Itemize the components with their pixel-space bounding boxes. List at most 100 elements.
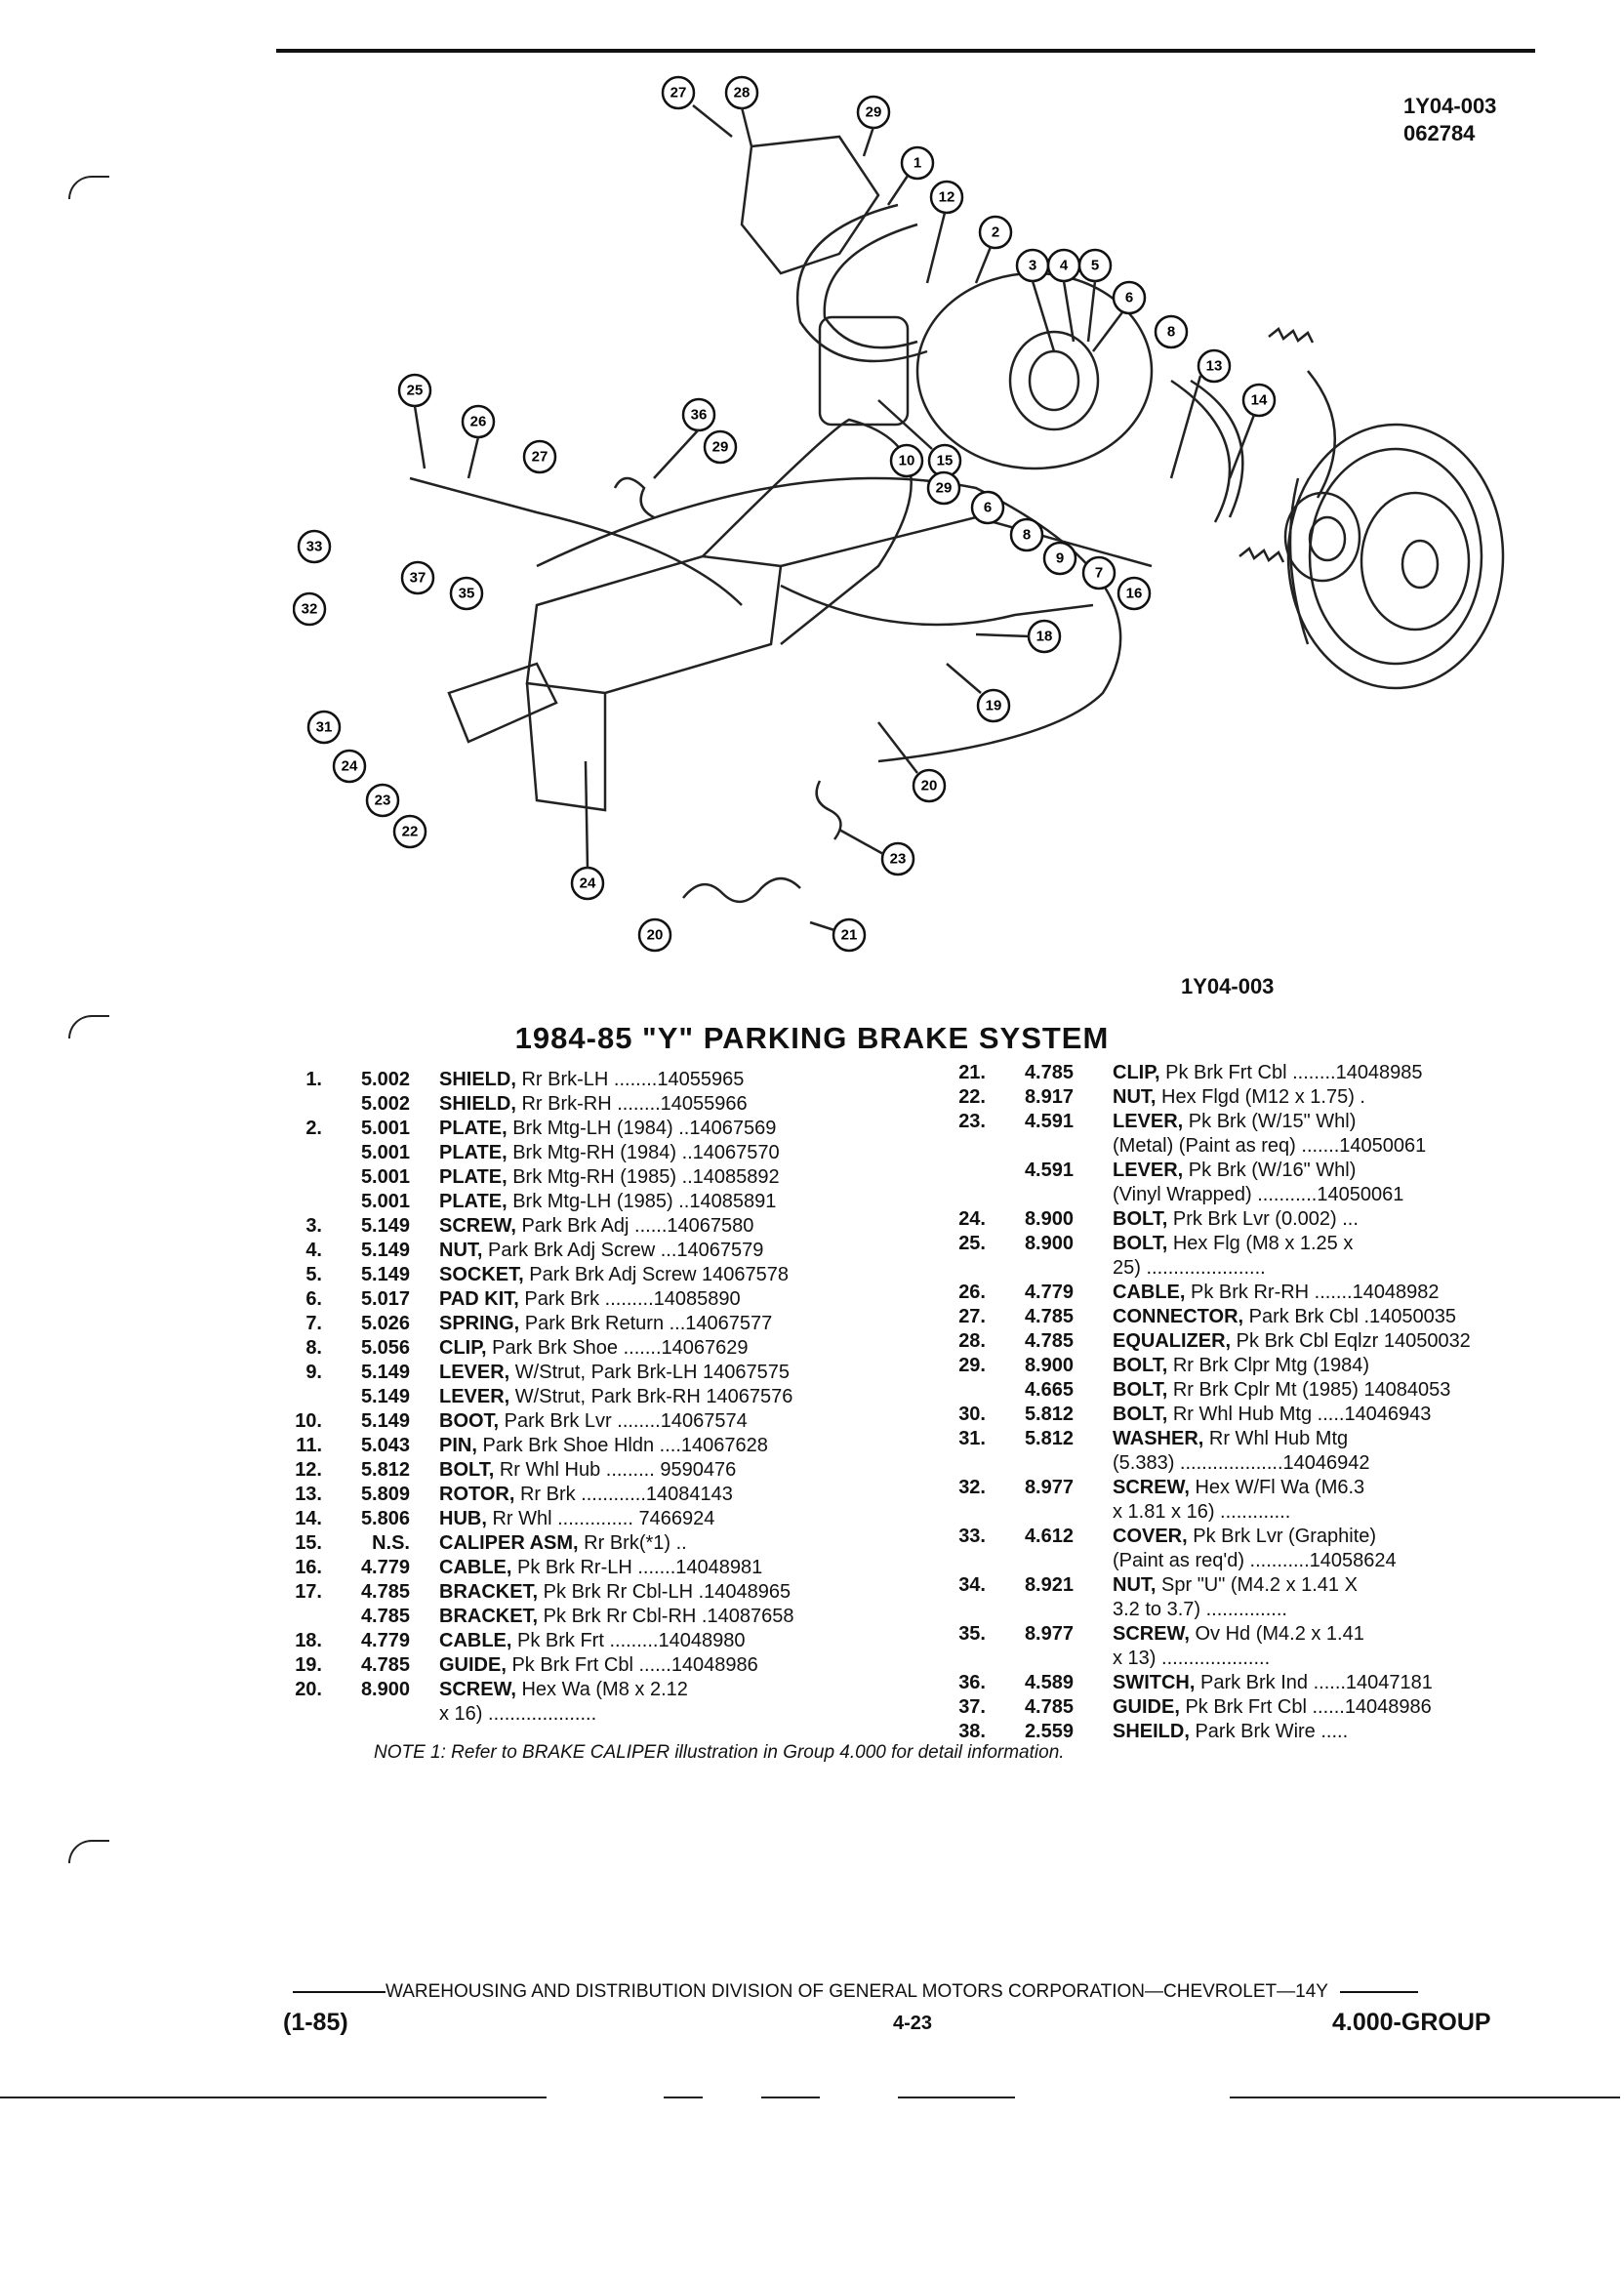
item-description: BOLT, Rr Whl Hub ......... 9590476 bbox=[439, 1459, 737, 1481]
item-number: 5. bbox=[305, 1264, 322, 1285]
group-number: 4.612 bbox=[1024, 1526, 1074, 1547]
cable-drawing bbox=[780, 584, 1094, 627]
item-number: 20. bbox=[295, 1679, 322, 1700]
callout-17: 19 bbox=[986, 698, 1002, 714]
item-number: 1. bbox=[305, 1069, 322, 1090]
callout-10: 10 bbox=[899, 453, 915, 469]
group-number: 2.559 bbox=[1024, 1721, 1074, 1742]
item-number: 16. bbox=[295, 1557, 322, 1578]
item-description: SPRING, Park Brk Return ...14067577 bbox=[439, 1313, 773, 1334]
item-description: (Paint as req'd) ...........14058624 bbox=[1113, 1550, 1397, 1571]
item-number: 13. bbox=[295, 1484, 322, 1505]
item-description: BOLT, Rr Whl Hub Mtg .....14046943 bbox=[1113, 1404, 1432, 1425]
figure-code: 1Y04-003 bbox=[1403, 94, 1497, 118]
footer-group: 4.000-GROUP bbox=[1332, 2009, 1491, 2036]
group-number: 5.149 bbox=[360, 1386, 410, 1407]
item-number: 30. bbox=[958, 1404, 986, 1425]
group-number: 5.001 bbox=[360, 1166, 410, 1188]
callout-11: 12 bbox=[939, 189, 955, 206]
item-description: SCREW, Hex Wa (M8 x 2.12 bbox=[439, 1679, 688, 1700]
group-number: 8.900 bbox=[360, 1679, 410, 1700]
item-description: CONNECTOR, Park Brk Cbl .14050035 bbox=[1113, 1306, 1456, 1327]
item-description: HUB, Rr Whl .............. 7466924 bbox=[439, 1508, 715, 1529]
group-number: 5.056 bbox=[360, 1337, 410, 1359]
group-number: 5.809 bbox=[360, 1484, 410, 1505]
spring-drawing bbox=[1268, 327, 1315, 344]
group-number: 5.001 bbox=[360, 1191, 410, 1212]
item-description: COVER, Pk Brk Lvr (Graphite) bbox=[1113, 1526, 1377, 1547]
item-description: BOOT, Park Brk Lvr ........14067574 bbox=[439, 1410, 748, 1432]
callout-2: 2 bbox=[992, 224, 999, 241]
knuckle-drawing bbox=[740, 135, 880, 275]
callout-9: 9 bbox=[1056, 550, 1064, 567]
group-number: 4.785 bbox=[360, 1581, 410, 1603]
guide-drawing bbox=[613, 476, 655, 519]
item-number: 18. bbox=[295, 1630, 322, 1651]
group-number: 4.779 bbox=[1024, 1282, 1074, 1303]
callout-27: 26 bbox=[470, 414, 487, 430]
figure-code-bottom: 1Y04-003 bbox=[1181, 974, 1275, 998]
item-number: 4. bbox=[305, 1240, 322, 1261]
callout-14: 16 bbox=[1126, 586, 1143, 602]
callout-12: 13 bbox=[1206, 358, 1223, 375]
callout-24: 23 bbox=[375, 793, 391, 809]
callout-8-b: 8 bbox=[1023, 527, 1031, 544]
bottom-rule bbox=[1230, 2097, 1620, 2098]
callout-38: 37 bbox=[410, 570, 426, 587]
item-number: 12. bbox=[295, 1459, 322, 1481]
item-description: PAD KIT, Park Brk .........14085890 bbox=[439, 1288, 741, 1310]
item-description: x 16) .................... bbox=[439, 1703, 597, 1725]
group-number: 4.785 bbox=[1024, 1306, 1074, 1327]
group-number: 5.001 bbox=[360, 1142, 410, 1163]
item-description: SWITCH, Park Brk Ind ......14047181 bbox=[1113, 1672, 1433, 1693]
group-number: 5.001 bbox=[360, 1118, 410, 1139]
item-description: LEVER, Pk Brk (W/15" Whl) bbox=[1113, 1111, 1357, 1132]
group-number: 4.785 bbox=[360, 1654, 410, 1676]
item-description: BRACKET, Pk Brk Rr Cbl-LH .14048965 bbox=[439, 1581, 792, 1603]
item-number: 2. bbox=[305, 1118, 322, 1139]
callout-22: 24 bbox=[580, 875, 596, 892]
item-description: SOCKET, Park Brk Adj Screw 14067578 bbox=[439, 1264, 789, 1285]
item-description: GUIDE, Pk Brk Frt Cbl ......14048986 bbox=[439, 1654, 758, 1676]
group-number: 8.917 bbox=[1024, 1086, 1074, 1108]
item-number: 38. bbox=[958, 1721, 986, 1742]
footer-date: (1-85) bbox=[283, 2009, 348, 2036]
item-description: EQUALIZER, Pk Brk Cbl Eqlzr 14050032 bbox=[1113, 1330, 1471, 1352]
item-number: 23. bbox=[958, 1111, 986, 1132]
item-description: (Vinyl Wrapped) ...........14050061 bbox=[1113, 1184, 1404, 1205]
callout-1: 1 bbox=[914, 155, 921, 172]
item-number: 37. bbox=[958, 1696, 986, 1718]
group-number: 5.149 bbox=[360, 1215, 410, 1237]
item-description: LEVER, Pk Brk (W/16" Whl) bbox=[1113, 1160, 1357, 1181]
callout-18: 20 bbox=[921, 778, 938, 794]
item-number: 34. bbox=[958, 1574, 986, 1596]
item-number: 28. bbox=[958, 1330, 986, 1352]
item-description: BOLT, Hex Flg (M8 x 1.25 x bbox=[1113, 1233, 1354, 1254]
item-number: 32. bbox=[958, 1477, 986, 1498]
group-number: 8.977 bbox=[1024, 1477, 1074, 1498]
item-description: NUT, Park Brk Adj Screw ...14067579 bbox=[439, 1240, 764, 1261]
figure-date: 062784 bbox=[1403, 121, 1476, 145]
item-number: 35. bbox=[958, 1623, 986, 1645]
callout-29: 29 bbox=[936, 480, 953, 497]
item-number: 3. bbox=[305, 1215, 322, 1237]
callout-3: 3 bbox=[1029, 258, 1036, 274]
group-number: 5.026 bbox=[360, 1313, 410, 1334]
item-description: x 13) .................... bbox=[1113, 1648, 1271, 1669]
bottom-rule bbox=[0, 2097, 547, 2098]
item-number: 17. bbox=[295, 1581, 322, 1603]
rotor-drawing bbox=[1286, 423, 1505, 690]
group-number: 5.002 bbox=[360, 1069, 410, 1090]
item-number: 15. bbox=[295, 1532, 322, 1554]
item-number: 6. bbox=[305, 1288, 322, 1310]
callout-6-b: 6 bbox=[984, 500, 992, 516]
item-number: 7. bbox=[305, 1313, 322, 1334]
hub-drawing bbox=[1283, 491, 1361, 583]
top-rule bbox=[276, 49, 1535, 53]
group-number: 8.900 bbox=[1024, 1233, 1074, 1254]
callout-32: 29 bbox=[866, 104, 882, 121]
item-description: (5.383) ...................14046942 bbox=[1113, 1452, 1370, 1474]
item-description: PLATE, Brk Mtg-LH (1984) ..14067569 bbox=[439, 1118, 777, 1139]
cable-drawing bbox=[536, 476, 1122, 763]
clip-drawing bbox=[815, 780, 842, 840]
